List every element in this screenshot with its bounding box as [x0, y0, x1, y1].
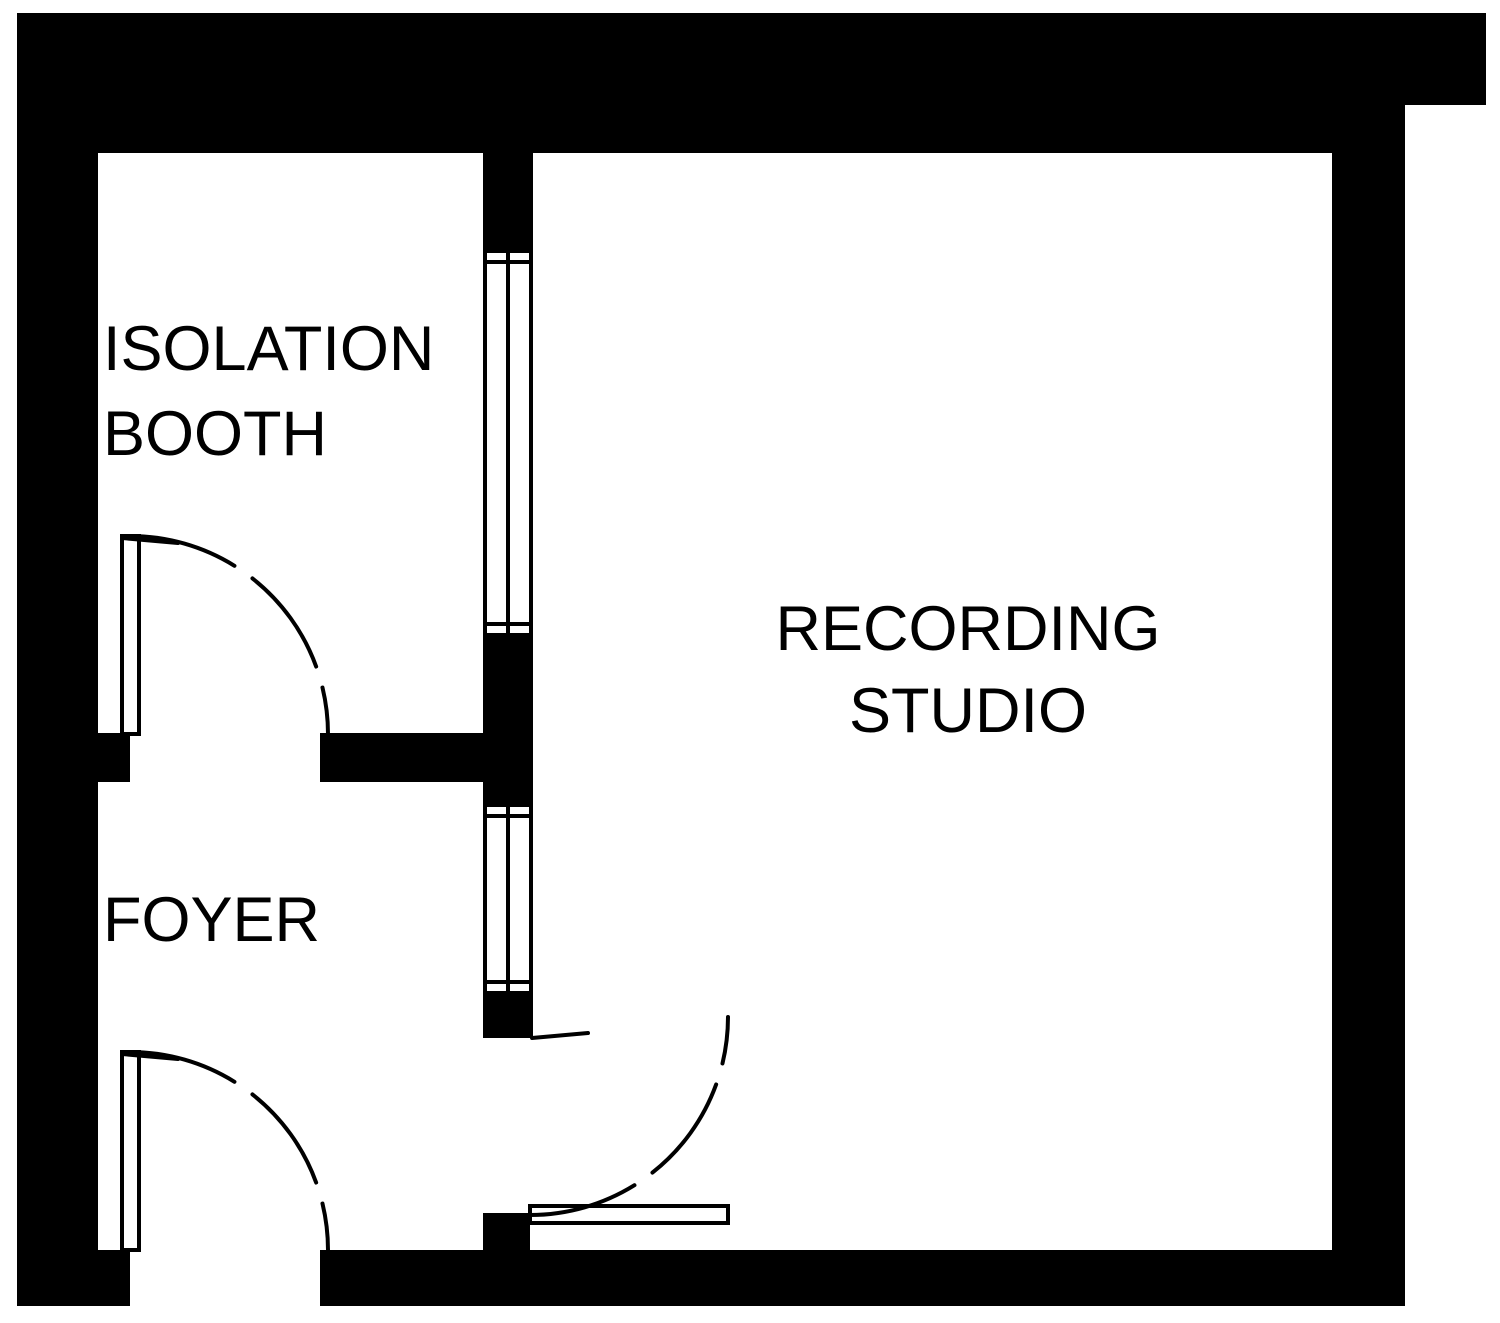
- studio-door-swing-arc: [528, 1015, 730, 1217]
- right-exterior-wall: [1332, 105, 1405, 1285]
- isolation-booth-door: [120, 534, 330, 736]
- lower-glass-partition: [483, 803, 533, 995]
- booth-foyer-partition-wall: [320, 733, 500, 782]
- recording-studio-label-line-1: RECORDING: [775, 594, 1160, 664]
- recording-studio-label-line-2: STUDIO: [849, 676, 1087, 746]
- isolation-booth-label-line-1: ISOLATION: [103, 314, 434, 384]
- studio-door: [528, 1015, 730, 1225]
- walls-group: [17, 13, 1486, 1306]
- top-exterior-wall: [17, 13, 1486, 153]
- glass-partitions-group: [483, 249, 533, 995]
- bottom-exterior-wall: [320, 1250, 1405, 1306]
- isolation-booth-label-line-2: BOOTH: [103, 399, 327, 469]
- left-exterior-wall: [17, 13, 98, 1306]
- partition-wall-head-block: [483, 153, 533, 251]
- partition-wall-foot-block: [483, 993, 533, 1038]
- room-labels-group: ISOLATION BOOTH FOYER RECORDING STUDIO: [103, 314, 1161, 955]
- isolation-booth-door-head-line: [120, 536, 180, 545]
- bottom-left-wall-return: [17, 1250, 130, 1306]
- foyer-entry-door-swing-arc: [128, 1050, 330, 1252]
- studio-door-jamb-block: [483, 1213, 530, 1253]
- doors-group: [120, 534, 730, 1252]
- upper-glass-partition: [483, 249, 533, 637]
- foyer-entry-door: [120, 1050, 330, 1252]
- isolation-booth-door-swing-arc: [128, 534, 330, 736]
- studio-door-head-line: [530, 1031, 590, 1040]
- foyer-entry-door-head-line: [120, 1052, 180, 1061]
- foyer-entry-door-leaf: [120, 1050, 141, 1252]
- isolation-booth-door-leaf: [120, 534, 141, 736]
- isolation-booth-door-jamb: [98, 733, 130, 782]
- foyer-label: FOYER: [103, 885, 320, 955]
